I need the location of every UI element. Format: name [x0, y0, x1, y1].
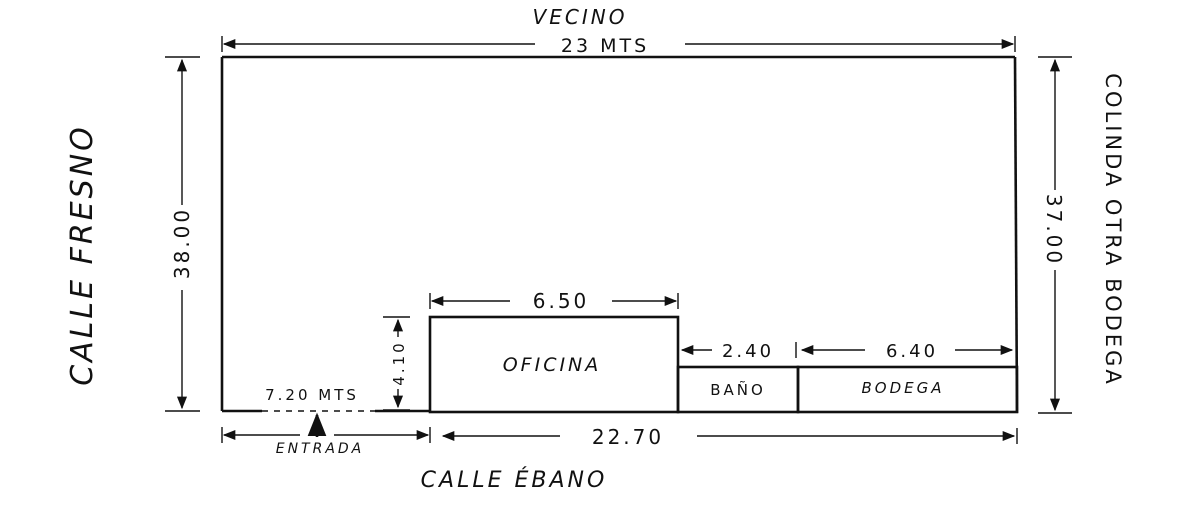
storage-width-label: 6.40	[886, 341, 938, 362]
neighbor-right-label: COLINDA OTRA BODEGA	[1101, 73, 1125, 386]
office-room: OFICINA	[428, 315, 680, 414]
top-width-label: 23 MTS	[561, 35, 649, 57]
office-label: OFICINA	[503, 354, 602, 376]
storage-room: BODEGA	[796, 365, 1019, 414]
entrance-dimension	[221, 427, 431, 443]
bathroom-width-dimension: 2.40	[680, 341, 797, 362]
entrance-width-label: 7.20 MTS	[265, 386, 359, 404]
right-height-label: 37.00	[1042, 194, 1066, 266]
property-outline	[220, 55, 1019, 414]
bottom-dimension: 22.70	[441, 425, 1018, 449]
street-bottom-label: CALLE ÉBANO	[421, 467, 608, 493]
right-dimension: 37.00	[1038, 56, 1072, 414]
office-width-label: 6.50	[533, 289, 590, 313]
storage-label: BODEGA	[861, 379, 944, 397]
bathroom-room: BAÑO	[676, 365, 800, 414]
bathroom-label: BAÑO	[710, 380, 766, 399]
office-height-dimension: 4.10	[383, 316, 410, 411]
neighbor-top-label: VECINO	[533, 5, 628, 29]
left-dimension: 38.00	[165, 56, 200, 412]
office-height-label: 4.10	[390, 340, 408, 385]
bottom-width-label: 22.70	[592, 425, 664, 449]
top-dimension: 23 MTS	[221, 35, 1016, 57]
entrance-label: ENTRADA	[276, 441, 365, 457]
left-height-label: 38.00	[170, 207, 194, 279]
street-left-label: CALLE FRESNO	[65, 124, 100, 386]
office-width-dimension: 6.50	[429, 289, 679, 313]
bathroom-width-label: 2.40	[722, 341, 774, 362]
storage-width-dimension: 6.40	[800, 341, 1014, 362]
